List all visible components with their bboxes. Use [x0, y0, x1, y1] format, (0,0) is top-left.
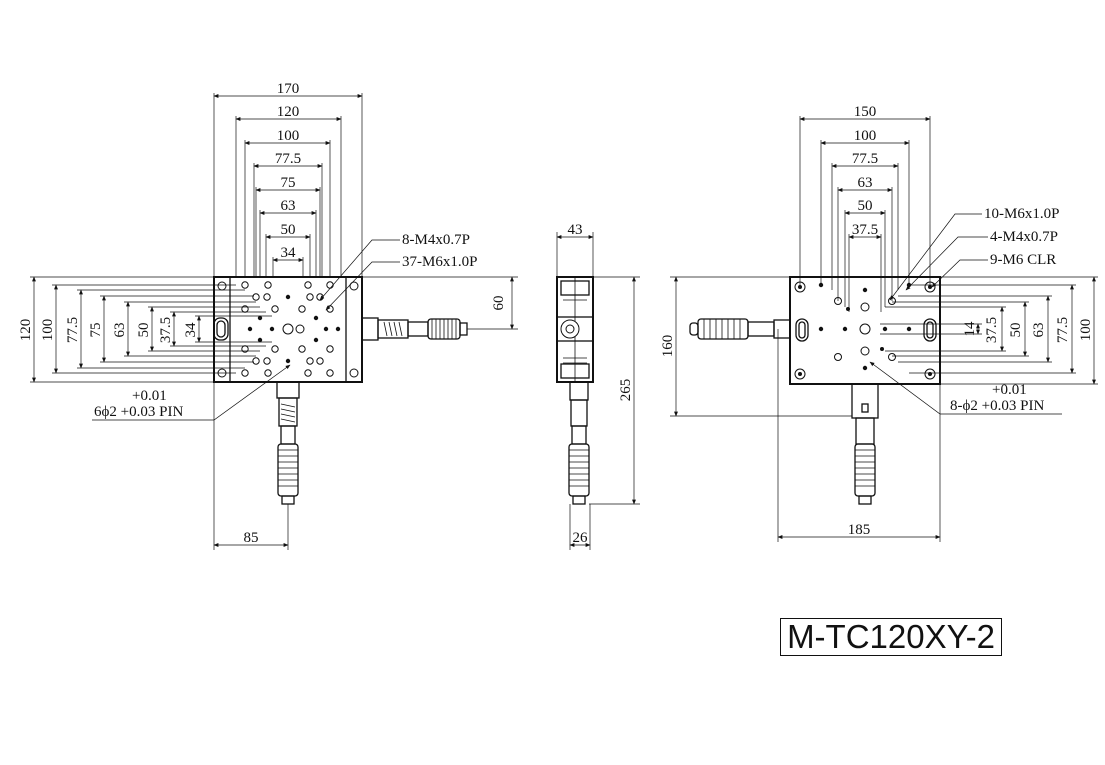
top-bottom-dim-85: 85	[244, 530, 259, 546]
top-height-dim-50: 50	[136, 323, 152, 338]
bottom-left-dim-160: 160	[660, 335, 676, 358]
bottom-height-dim-37-5: 37.5	[984, 317, 1000, 343]
top-callout-m6: 37-M6x1.0P	[402, 254, 477, 270]
top-height-dim-37-5: 37.5	[158, 317, 174, 343]
side-top-dim-43: 43	[568, 222, 583, 238]
top-width-dim-34: 34	[281, 245, 297, 261]
bottom-height-dim-50: 50	[1008, 323, 1024, 338]
bottom-callout-m6: 10-M6x1.0P	[984, 206, 1059, 222]
top-width-dim-100: 100	[277, 128, 300, 144]
top-width-dim-77-5: 77.5	[275, 151, 301, 167]
bottom-pin-note: 8-ϕ2 +0.03 PIN	[950, 398, 1044, 414]
bottom-height-dim-63: 63	[1031, 323, 1047, 338]
bottom-pin-tolerance: +0.01	[992, 382, 1027, 398]
top-pin-tolerance: +0.01	[132, 388, 167, 404]
side-bottom-dim-26: 26	[573, 530, 589, 546]
bottom-bottom-dim-185: 185	[848, 522, 871, 538]
bottom-height-dim-77-5: 77.5	[1055, 317, 1071, 343]
bottom-width-dim-63: 63	[858, 175, 873, 191]
side-view: 43 265 26	[556, 222, 640, 550]
model-number: M-TC120XY-2	[780, 618, 1002, 656]
top-height-dim-77-5: 77.5	[65, 317, 81, 343]
top-callout-m4: 8-M4x0.7P	[402, 232, 470, 248]
bottom-callout-clr: 9-M6 CLR	[990, 252, 1056, 268]
bottom-height-dim-100: 100	[1078, 319, 1094, 342]
top-height-dim-120: 120	[18, 319, 34, 342]
top-width-dim-63: 63	[281, 198, 296, 214]
top-height-dim-100: 100	[40, 319, 56, 342]
top-height-dim-63: 63	[112, 323, 128, 338]
top-width-dim-50: 50	[281, 222, 296, 238]
top-width-dim-75: 75	[281, 175, 296, 191]
top-view: 170 120 100 77.5 75 63 50 34 1	[18, 81, 518, 550]
bottom-callout-m4: 4-M4x0.7P	[990, 229, 1058, 245]
bottom-width-dim-100: 100	[854, 128, 877, 144]
top-width-dim-120: 120	[277, 104, 300, 120]
top-width-dim-170: 170	[277, 81, 300, 97]
bottom-width-dim-77-5: 77.5	[852, 151, 878, 167]
side-height-dim-265: 265	[618, 379, 634, 402]
bottom-height-dim-14: 14	[962, 321, 978, 337]
bottom-view: 150 100 77.5 63 50 37.5 14 37.5 50 63 77…	[660, 104, 1098, 542]
bottom-width-dim-50: 50	[858, 198, 873, 214]
bottom-width-dim-37-5: 37.5	[852, 222, 878, 238]
top-right-dim-60: 60	[491, 296, 507, 311]
top-pin-note: 6ϕ2 +0.03 PIN	[94, 404, 183, 420]
top-height-dim-75: 75	[88, 323, 104, 338]
bottom-width-dim-150: 150	[854, 104, 877, 120]
top-height-dim-34: 34	[183, 322, 199, 338]
